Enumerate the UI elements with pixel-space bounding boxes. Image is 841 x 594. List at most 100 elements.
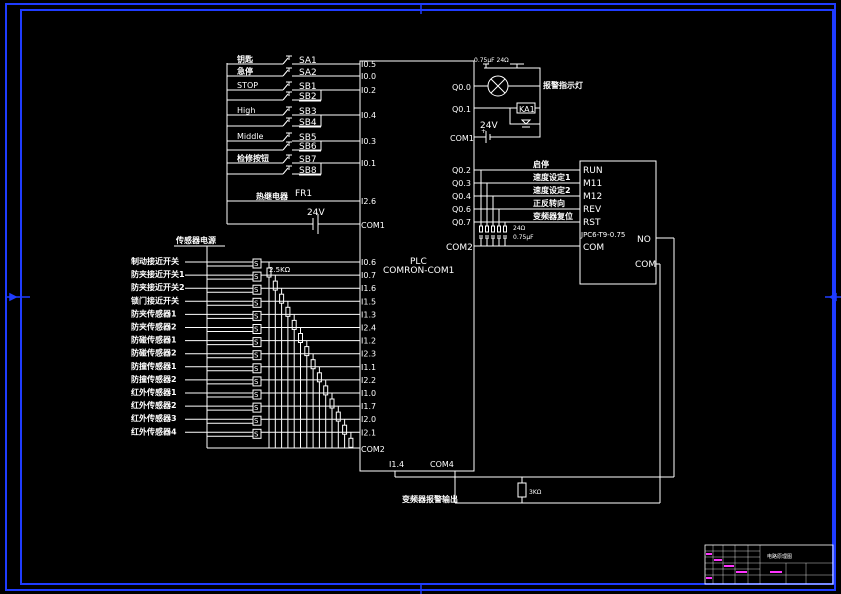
output-voltage: 24V (480, 121, 498, 131)
frame-ticks (6, 4, 841, 594)
sensor-symbol-mark: S (254, 273, 259, 281)
sensor-symbol-mark: S (254, 352, 259, 360)
plc-model: COMRON-COM1 (383, 266, 454, 276)
vfd-input-terminal: REV (583, 205, 602, 215)
supply-top-voltage: 24V (307, 208, 325, 218)
sensor-label: 制动接近开关 (131, 256, 179, 266)
sensor-symbol-mark: S (254, 312, 259, 320)
lamp-snubber-wire (484, 67, 541, 86)
switch-label: 钥匙 (237, 54, 254, 64)
snubber-r: 24Ω (513, 225, 526, 232)
sensor-label: 红外传感器3 (131, 413, 177, 423)
pushbutton-symbol (282, 117, 292, 127)
pull-resistor (342, 424, 348, 435)
bottom-com4: COM4 (430, 460, 454, 469)
sensor-symbol (252, 271, 262, 282)
sensor-label: 防撞传感器2 (131, 374, 177, 384)
plc-com2-left: COM2 (361, 445, 385, 454)
snubber-resistor (479, 225, 483, 233)
plc-input-terminal: I0.3 (361, 137, 376, 146)
snubber-capacitor (503, 235, 507, 239)
pull-resistor (329, 398, 335, 409)
diode-loop (509, 86, 541, 125)
pushbutton-symbol (282, 55, 292, 65)
sensor-label: 锁门接近开关 (131, 295, 179, 305)
sensor-symbol-mark: S (254, 339, 259, 347)
lamp-label: 报警指示灯 (543, 80, 583, 90)
pull-resistor (304, 346, 310, 357)
sensor-symbol (252, 363, 262, 374)
paired-contact-wire (292, 90, 322, 101)
pull-resistor (316, 372, 322, 383)
output-terminal: Q0.0 (452, 83, 471, 92)
pull-resistor (291, 319, 297, 330)
sensor-symbol-mark: S (254, 326, 259, 334)
pull-resistor (298, 333, 303, 343)
pull-resistor (335, 411, 341, 422)
sensor-symbol (252, 258, 262, 269)
sensor-symbol (252, 376, 262, 387)
lamp-snubber (483, 63, 524, 68)
bottom-resistor: 3KΩ (529, 489, 542, 496)
plc-input-terminal: I2.1 (361, 428, 376, 437)
switch-id: SB7 (299, 155, 317, 165)
sensor-symbol-mark: S (254, 430, 259, 438)
vfd-control-label: 启停 (533, 159, 549, 169)
plc-input-terminal: I1.0 (361, 389, 376, 398)
plc-input-terminal: I0.1 (361, 159, 376, 168)
switch-label: High (237, 106, 255, 115)
paired-contact-wire (292, 163, 322, 175)
vfd-com-right: COM (635, 260, 656, 270)
pull-resistor (285, 306, 291, 317)
plc-input-terminal: I0.5 (361, 60, 376, 69)
thermal-relay-terminal: I2.6 (361, 197, 376, 206)
vfd-input-terminal: M12 (583, 192, 602, 202)
switch-id: SA1 (299, 56, 317, 66)
title-block: 电路原理图 (704, 544, 834, 585)
pull-resistor (348, 437, 354, 448)
sensor-symbol (252, 415, 262, 426)
sensor-label: 防夹传感器2 (131, 322, 177, 332)
switch-label: STOP (237, 81, 258, 90)
switch-id: SB8 (299, 166, 317, 176)
output-terminal: Q0.2 (452, 166, 471, 175)
pull-resistor (272, 280, 278, 291)
pushbutton-symbol (282, 141, 292, 151)
thermal-relay-switch: FR1 (295, 189, 312, 199)
sensor-symbol (252, 402, 262, 413)
snubber-resistor (497, 225, 501, 233)
sensor-symbol-mark: S (254, 260, 259, 268)
sensor-symbol-mark: S (254, 365, 259, 373)
title-block-title: 电路原理图 (767, 553, 792, 560)
switch-id: SB6 (299, 142, 317, 152)
plc-input-terminal: I0.4 (361, 111, 376, 120)
output-terminal: Q0.3 (452, 179, 471, 188)
sensor-symbol-mark: S (254, 404, 259, 412)
paired-contact-wire (292, 141, 322, 151)
relay-label: KA1 (519, 105, 535, 114)
pushbutton-symbol (282, 67, 292, 77)
plc-input-terminal: I0.0 (361, 72, 376, 81)
lamp-cross (490, 78, 506, 94)
paired-contact-wire (292, 115, 322, 127)
plc-input-terminal: I1.5 (361, 297, 376, 306)
snubber-resistor (491, 225, 495, 233)
plc-input-terminal: I1.3 (361, 310, 376, 319)
plc-com2-right: COM2 (446, 243, 473, 253)
sensor-symbol (252, 337, 262, 348)
output-com1: COM1 (450, 134, 474, 143)
sensor-symbol-mark: S (254, 417, 259, 425)
alarm-output-label: 变频器报警输出 (402, 494, 458, 504)
switch-label: 检修按钮 (237, 153, 269, 163)
sensor-resistor-label: 2.5KΩ (269, 266, 291, 274)
lamp-rating: 0.75μF 24Ω (474, 57, 509, 64)
sensor-label: 防碰传感器2 (131, 348, 177, 358)
vfd-input-terminal: RST (583, 218, 601, 228)
flyback-diode (520, 119, 532, 128)
switch-id: SB3 (299, 107, 317, 117)
pushbutton-symbol (282, 165, 292, 175)
pull-resistor (279, 293, 285, 304)
sensor-symbol-mark: S (254, 378, 259, 386)
sensor-symbol (252, 310, 262, 321)
